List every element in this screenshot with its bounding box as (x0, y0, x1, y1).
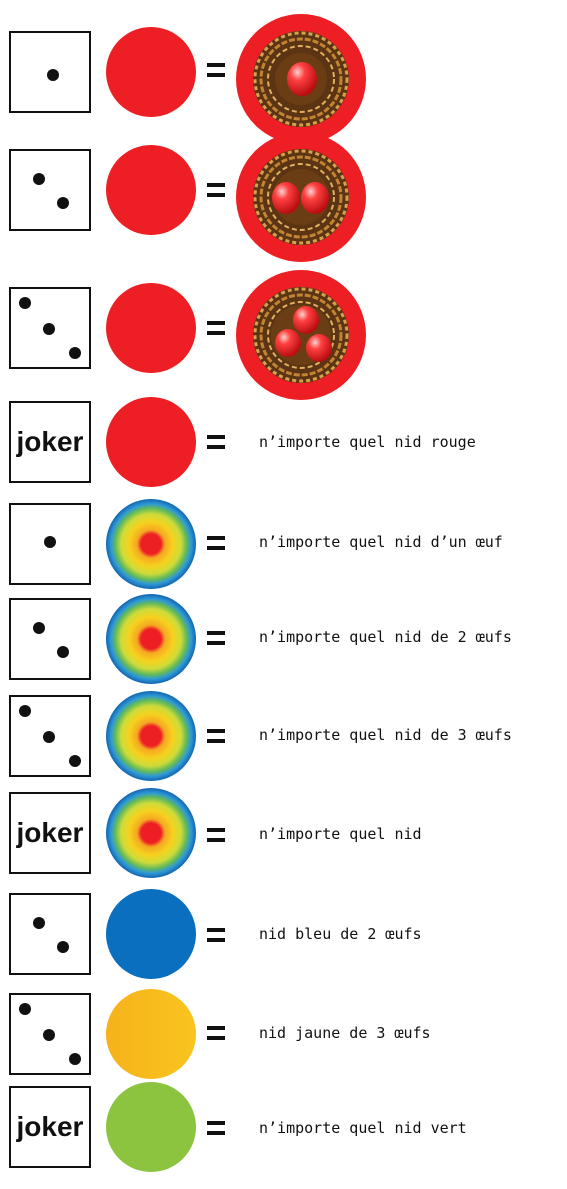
rule-row-5: n’importe quel nid d’un œuf (0, 499, 567, 606)
die-pip (33, 917, 45, 929)
rule-description: n’importe quel nid rouge (259, 433, 476, 451)
die-pip (69, 1053, 81, 1065)
die-pip (19, 705, 31, 717)
die-pip (57, 646, 69, 658)
joker-label: joker (16, 817, 84, 848)
rule-description: n’importe quel nid d’un œuf (259, 533, 503, 551)
red-nest-circle (106, 397, 196, 487)
die-pip (33, 622, 45, 634)
die-two-pips-icon (9, 149, 91, 231)
nest-three-eggs-icon (236, 270, 366, 400)
die-pip (43, 1029, 55, 1041)
joker-die-icon: joker (9, 401, 91, 483)
rainbow-nest-circle (106, 499, 196, 589)
die-pip (19, 297, 31, 309)
die-three-pips-icon (9, 287, 91, 369)
die-three-pips-icon (9, 993, 91, 1075)
rule-row-7: n’importe quel nid de 3 œufs (0, 691, 567, 798)
die-pip (43, 731, 55, 743)
equals-icon (207, 928, 225, 942)
die-pip (57, 197, 69, 209)
die-pip (19, 1003, 31, 1015)
rule-description: nid jaune de 3 œufs (259, 1024, 431, 1042)
rainbow-nest-circle (106, 788, 196, 878)
green-nest-circle (106, 1082, 196, 1172)
rule-row-1 (0, 14, 567, 144)
red-nest-circle (106, 27, 196, 117)
rule-description: n’importe quel nid de 2 œufs (259, 628, 512, 646)
rule-description: n’importe quel nid vert (259, 1119, 467, 1137)
equals-icon (207, 631, 225, 645)
die-pip (47, 69, 59, 81)
equals-icon (207, 183, 225, 197)
nest-two-eggs-icon (236, 132, 366, 262)
equals-icon (207, 536, 225, 550)
die-one-pip-icon (9, 503, 91, 585)
rule-row-2 (0, 132, 567, 262)
rule-row-8: joker n’importe quel nid (0, 788, 567, 895)
joker-die-icon: joker (9, 792, 91, 874)
die-pip (69, 755, 81, 767)
joker-label: joker (16, 1111, 84, 1142)
rainbow-nest-circle (106, 594, 196, 684)
joker-die-icon: joker (9, 1086, 91, 1168)
yellow-nest-circle (106, 989, 196, 1079)
equals-icon (207, 729, 225, 743)
joker-label: joker (16, 426, 84, 457)
rule-description: n’importe quel nid (259, 825, 422, 843)
die-one-pip-icon (9, 31, 91, 113)
rule-row-10: nid jaune de 3 œufs (0, 989, 567, 1096)
die-pip (43, 323, 55, 335)
blue-nest-circle (106, 889, 196, 979)
equals-icon (207, 321, 225, 335)
rule-row-11: joker n’importe quel nid vert (0, 1082, 567, 1189)
rule-row-6: n’importe quel nid de 2 œufs (0, 594, 567, 701)
rule-description: n’importe quel nid de 3 œufs (259, 726, 512, 744)
equals-icon (207, 828, 225, 842)
red-nest-circle (106, 283, 196, 373)
nest-svg (253, 287, 349, 383)
die-three-pips-icon (9, 695, 91, 777)
equals-icon (207, 1026, 225, 1040)
die-pip (33, 173, 45, 185)
die-two-pips-icon (9, 598, 91, 680)
red-nest-circle (106, 145, 196, 235)
rule-row-4: joker n’importe quel nid rouge (0, 397, 567, 504)
rule-description: nid bleu de 2 œufs (259, 925, 422, 943)
equals-icon (207, 63, 225, 77)
nest-svg (253, 149, 349, 245)
die-pip (57, 941, 69, 953)
die-two-pips-icon (9, 893, 91, 975)
rainbow-nest-circle (106, 691, 196, 781)
rule-row-3 (0, 270, 567, 400)
rule-row-9: nid bleu de 2 œufs (0, 889, 567, 996)
nest-one-egg-icon (236, 14, 366, 144)
equals-icon (207, 1121, 225, 1135)
die-pip (69, 347, 81, 359)
nest-svg (253, 31, 349, 127)
equals-icon (207, 435, 225, 449)
die-pip (44, 536, 56, 548)
